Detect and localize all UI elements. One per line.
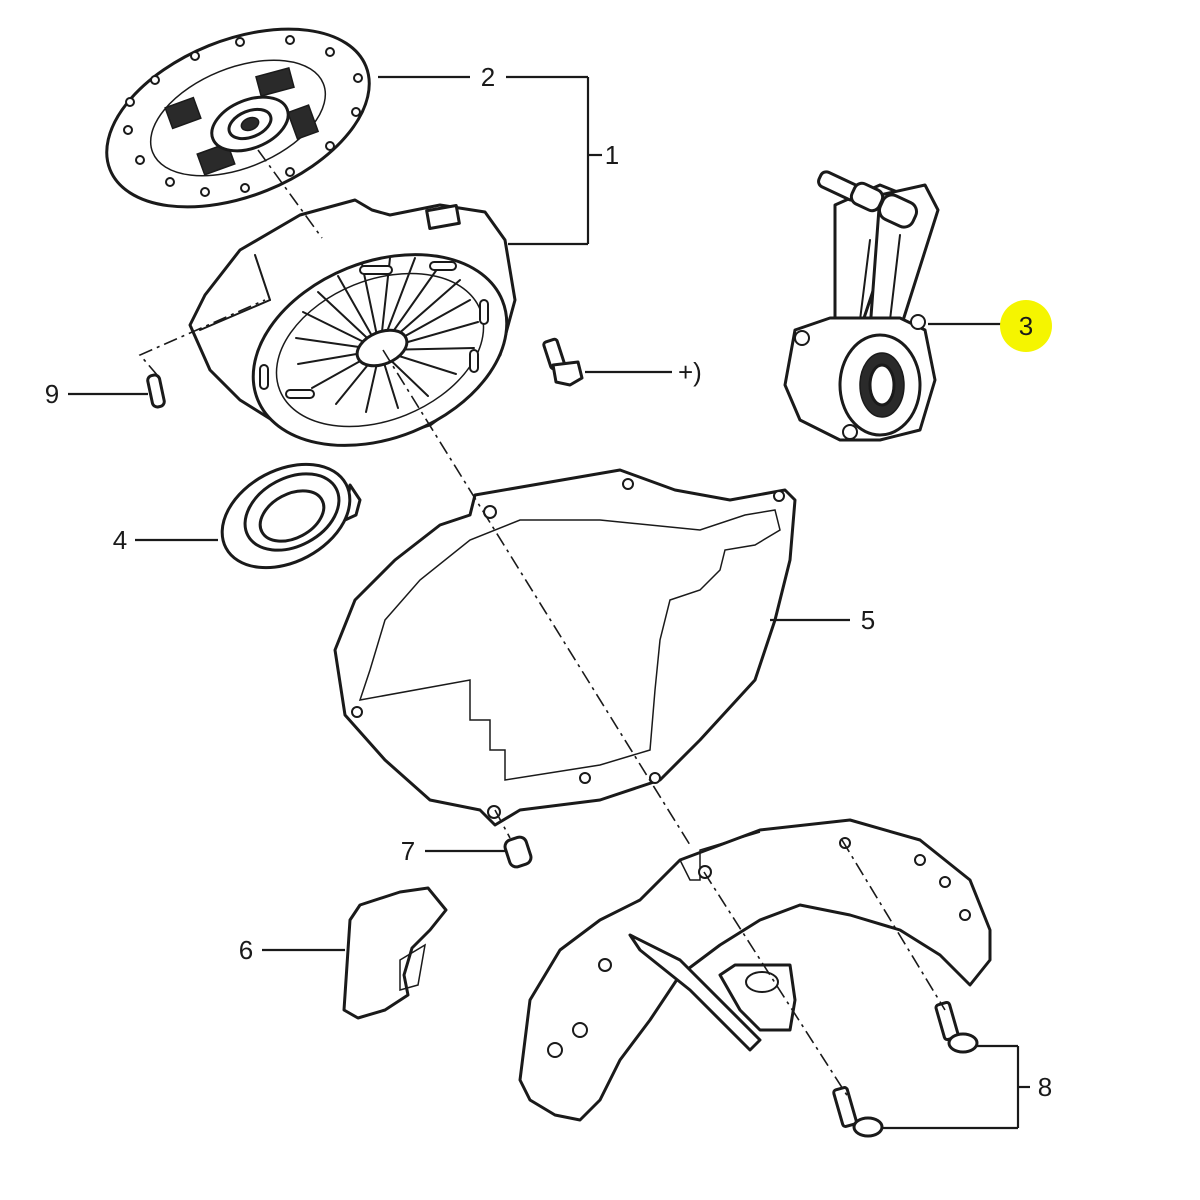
callout-5: 5 xyxy=(861,605,875,635)
slave-cylinder xyxy=(783,170,940,442)
leader-lines xyxy=(68,75,1030,1130)
cover-shield-6 xyxy=(342,886,448,1020)
callout-3: 3 xyxy=(1019,311,1033,341)
pressure-plate xyxy=(188,198,517,447)
flywheel-housing xyxy=(518,818,992,1122)
clutch-disc xyxy=(105,27,371,209)
dowel-pin-9 xyxy=(146,373,166,409)
callout-1: 1 xyxy=(605,140,619,170)
callout-3-highlight xyxy=(1000,300,1052,352)
callout-2: 2 xyxy=(481,62,495,92)
bolt-upper xyxy=(934,1000,979,1054)
callout-7: 7 xyxy=(401,836,415,866)
dowel-sleeve-7 xyxy=(503,835,533,869)
callout-8: 8 xyxy=(1038,1072,1052,1102)
callout-6: 6 xyxy=(239,935,253,965)
release-bearing xyxy=(220,462,362,570)
callout-4: 4 xyxy=(113,525,127,555)
screw-plus xyxy=(542,337,584,387)
intermediate-plate xyxy=(333,468,797,827)
callout-plus: +) xyxy=(678,357,702,387)
bolt-lower xyxy=(832,1086,884,1138)
callout-9: 9 xyxy=(45,379,59,409)
assembly-axes xyxy=(138,149,946,1101)
